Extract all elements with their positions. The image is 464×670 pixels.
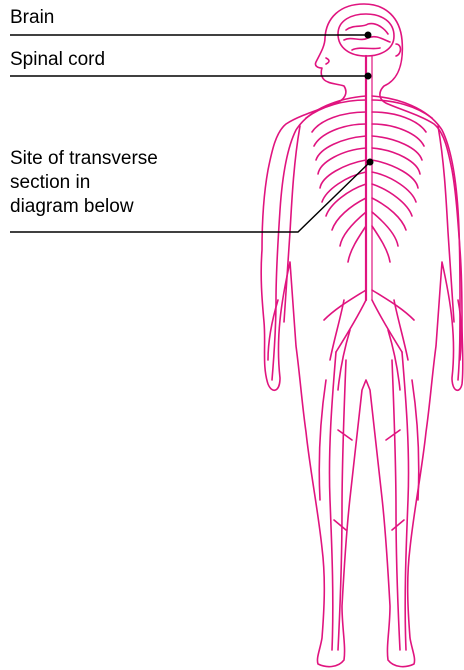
brain-marker	[365, 32, 372, 39]
brain-label: Brain	[10, 6, 54, 30]
intercostal-nerves	[306, 100, 432, 262]
sacral-plexus	[324, 290, 414, 390]
leg-nerves	[319, 352, 419, 650]
spinal-cord-marker	[365, 73, 372, 80]
site-label-line-2: section in	[10, 171, 158, 195]
site-label-line-1: Site of transverse	[10, 147, 158, 171]
site-marker	[367, 159, 374, 166]
body-outline	[261, 4, 463, 667]
transverse-section-site-label: Site of transverse section in diagram be…	[10, 147, 158, 219]
spinal-cord-label: Spinal cord	[10, 48, 105, 72]
arm-nerves	[268, 96, 461, 380]
site-label-line-3: diagram below	[10, 195, 158, 219]
